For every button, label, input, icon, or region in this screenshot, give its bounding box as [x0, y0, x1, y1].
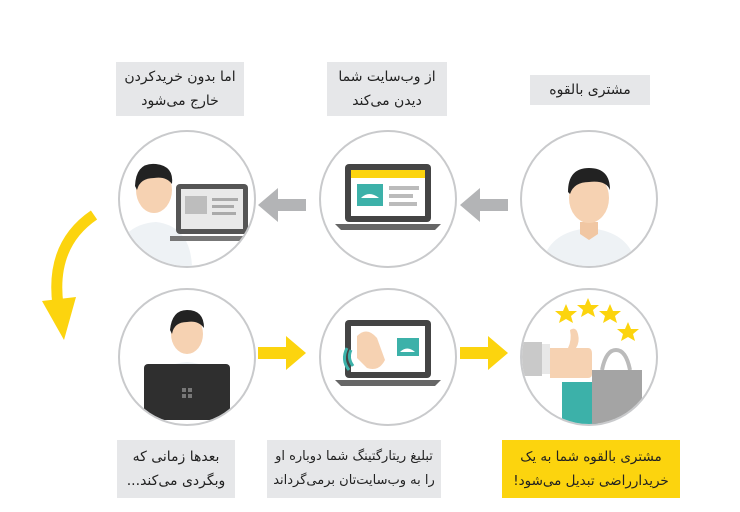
step1-text: مشتری بالقوه	[549, 82, 631, 98]
satisfied-buyer-illustration	[520, 288, 658, 426]
step2-label: از وب‌سایت شما دیدن می‌کند	[327, 62, 447, 116]
curved-arrow-down-icon	[42, 210, 98, 340]
star-icons	[555, 298, 639, 341]
step3-label: اما بدون خریدکردن خارج می‌شود	[116, 62, 244, 116]
step1-label: مشتری بالقوه	[530, 75, 650, 105]
arrow-left-icon	[460, 188, 508, 222]
step3-line2: خارج می‌شود	[141, 93, 219, 109]
laptop-icon	[335, 164, 441, 230]
step5-line2: را به وب‌سایت‌تان برمی‌گرداند	[273, 473, 435, 488]
person-icon	[542, 168, 636, 266]
thumbs-up-stars-icon	[522, 298, 642, 424]
step4-line1: بعدها زمانی که	[132, 449, 220, 465]
step5-label: تبلیغ ریتارگتینگ شما دوباره او را به وب‌…	[267, 440, 441, 498]
step6-label: مشتری بالقوه شما به یک خریدارراضی تبدیل …	[502, 440, 680, 498]
retargeting-ad-illustration	[319, 288, 457, 426]
step6-line1: مشتری بالقوه شما به یک	[520, 449, 662, 465]
step4-line2: وبگردی می‌کند...	[126, 473, 226, 489]
website-visit-illustration	[319, 130, 457, 268]
arrow-left-icon	[258, 188, 306, 222]
step4-label: بعدها زمانی که وبگردی می‌کند...	[117, 440, 235, 498]
step5-line1: تبلیغ ریتارگتینگ شما دوباره او	[275, 449, 433, 464]
person-browsing-icon	[144, 310, 230, 420]
arrow-right-icon	[258, 336, 306, 370]
browsing-later-illustration	[118, 288, 256, 426]
leave-without-purchase-illustration	[118, 130, 256, 268]
step6-line2: خریدارراضی تبدیل می‌شود!	[513, 473, 669, 489]
step3-line1: اما بدون خریدکردن	[124, 69, 236, 85]
arrow-right-icon	[460, 336, 508, 370]
laptop-waving-hand-icon	[335, 320, 441, 386]
step2-line1: از وب‌سایت شما	[338, 69, 436, 85]
step2-line2: دیدن می‌کند	[352, 93, 422, 109]
person-laptop-icon	[120, 163, 254, 266]
potential-customer-illustration	[520, 130, 658, 268]
